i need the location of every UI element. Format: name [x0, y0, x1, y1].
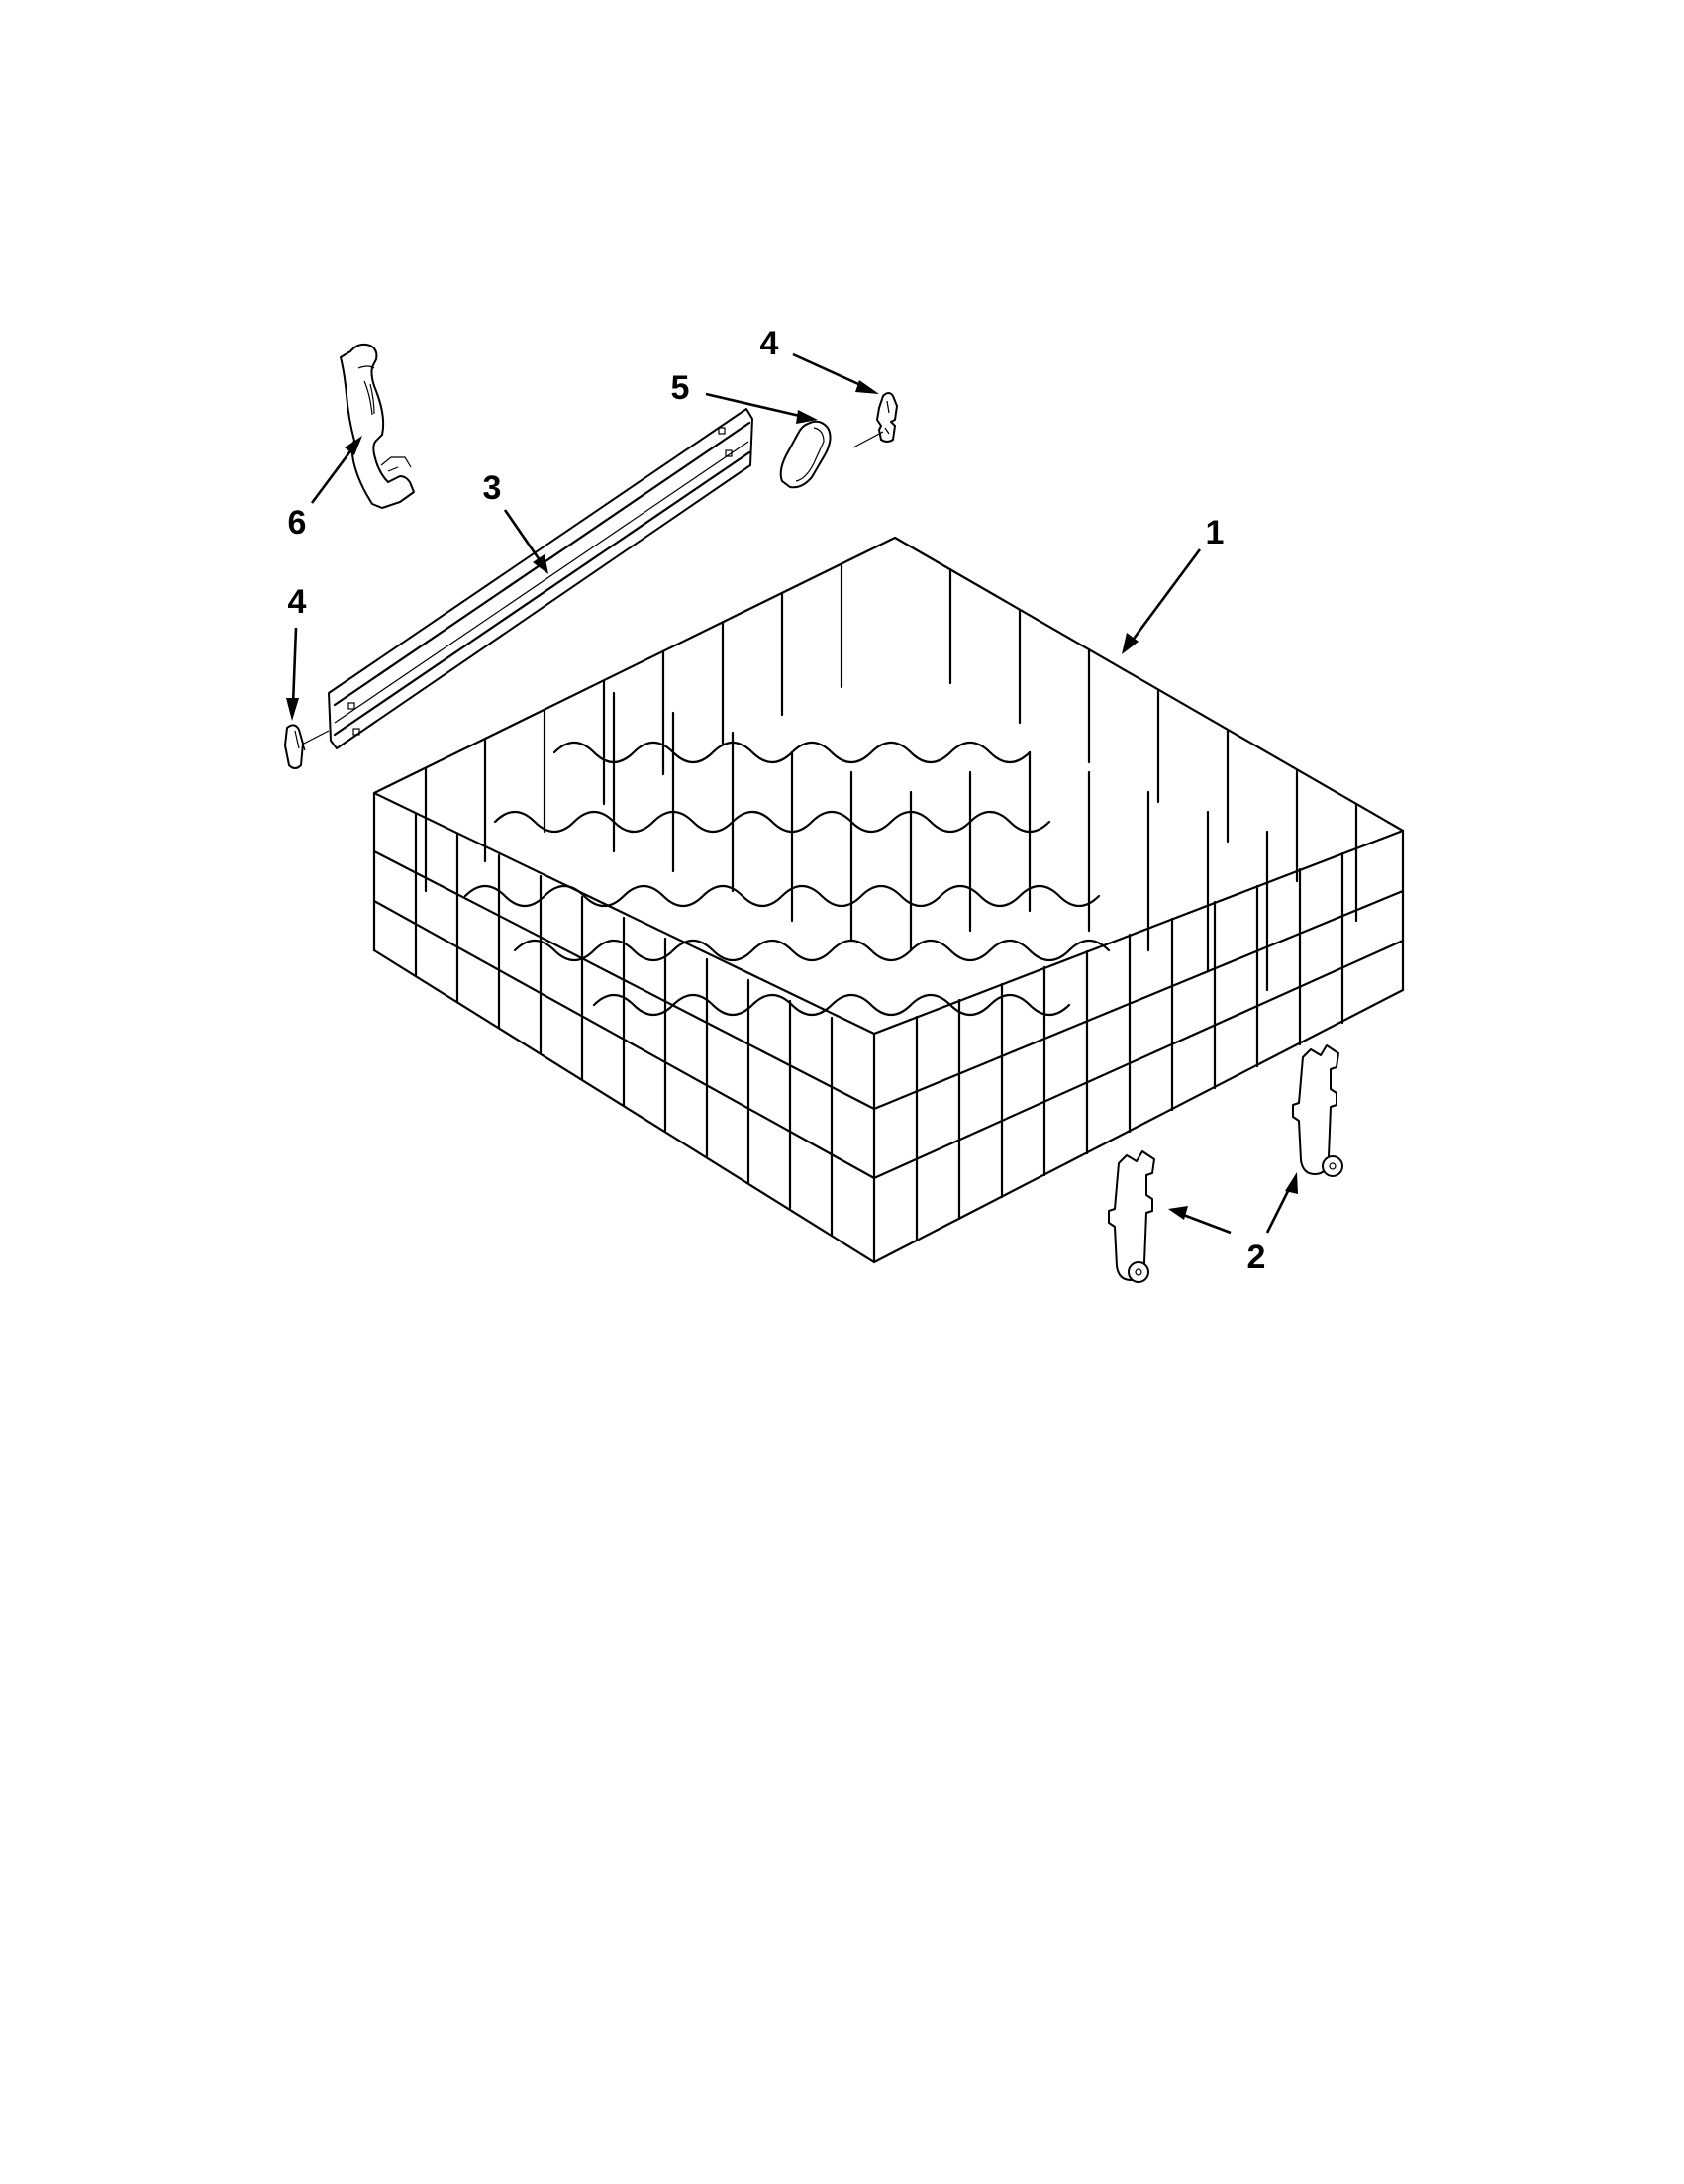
callout-label-5: 5	[670, 369, 690, 407]
track-stop-top-part	[852, 392, 898, 448]
callout-label-2: 2	[1246, 1239, 1266, 1276]
callout-arrow-1	[1122, 548, 1202, 654]
callout-arrow-3	[503, 509, 548, 574]
callout-label-4-top: 4	[759, 325, 779, 362]
callout-label-1: 1	[1205, 514, 1225, 551]
callout-arrow-4-left	[286, 627, 299, 721]
rack-adjuster-right-part	[1292, 1044, 1343, 1177]
track-end-cap-part	[779, 420, 832, 489]
callout-arrow-4-top	[792, 352, 879, 394]
rack-handle-part	[340, 343, 415, 509]
callout-label-4-left: 4	[287, 583, 307, 621]
callout-label-6: 6	[287, 504, 307, 542]
rack-adjuster-left-part	[1108, 1150, 1155, 1283]
callout-arrow-6	[310, 436, 362, 504]
callout-label-3: 3	[482, 469, 502, 507]
dishrack-part	[372, 536, 1405, 1264]
callout-arrow-5	[705, 392, 818, 424]
callout-arrow-2	[1168, 1172, 1298, 1235]
track-stop-left-part	[284, 724, 330, 769]
track-part	[328, 408, 753, 749]
